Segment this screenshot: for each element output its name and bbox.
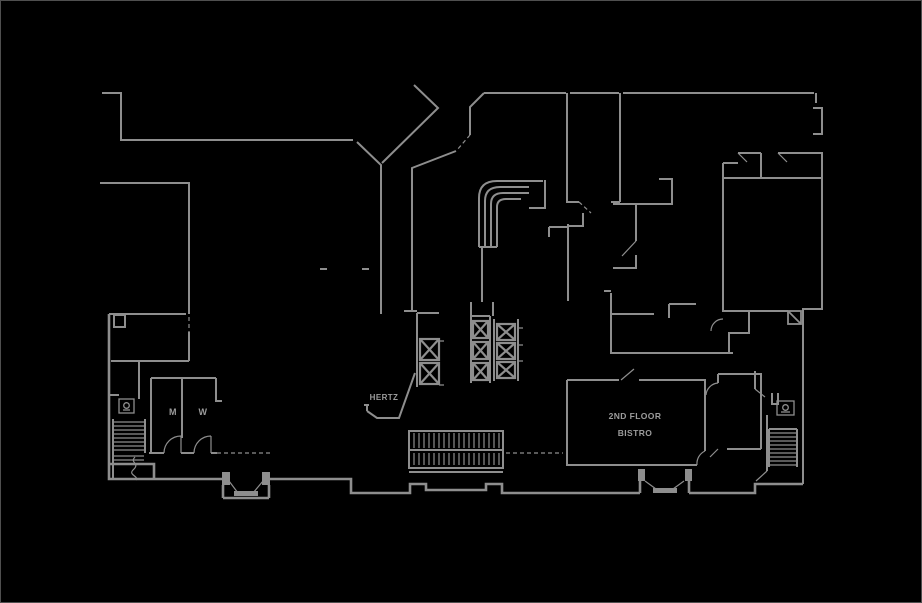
elevator-icon bbox=[418, 361, 441, 386]
bistro-label-line1: 2ND FLOOR bbox=[609, 411, 662, 421]
dashed-opening bbox=[188, 134, 592, 454]
elevator-icon bbox=[418, 337, 441, 362]
wall-bistro bbox=[566, 379, 706, 466]
elevator-x-icon bbox=[419, 362, 440, 385]
restroom-women-label: W bbox=[199, 407, 208, 417]
shaft-icon bbox=[787, 310, 802, 325]
elevator-bank-center bbox=[471, 319, 517, 382]
stairs-center bbox=[413, 433, 500, 465]
entrance-door-icon bbox=[685, 469, 692, 481]
hertz-counter bbox=[364, 372, 416, 419]
dashed-openings bbox=[188, 134, 592, 454]
entrance-door-icon bbox=[222, 472, 230, 485]
door-details bbox=[163, 152, 788, 494]
stair-frames bbox=[112, 419, 798, 478]
shaft-diagonal bbox=[787, 310, 802, 325]
elevator-x-icon bbox=[496, 342, 516, 360]
wall-top-right-rooms bbox=[722, 152, 823, 179]
curved-stair-icon bbox=[470, 180, 546, 316]
elevator-x-icon bbox=[472, 362, 489, 381]
stairs-right bbox=[770, 432, 796, 466]
stairs-icon bbox=[114, 421, 144, 461]
elevator-bank-left bbox=[418, 337, 441, 386]
elevator-frames bbox=[416, 312, 519, 387]
bistro-label-line2: BISTRO bbox=[618, 428, 653, 438]
stairs-left bbox=[114, 421, 144, 481]
elevator-x-icon bbox=[472, 341, 489, 360]
wall-corridor-verticals bbox=[548, 93, 621, 301]
entrance-threshold bbox=[653, 488, 677, 493]
wall-room-right-of-bistro bbox=[717, 371, 779, 471]
fixture-icon bbox=[782, 404, 789, 411]
elevator-icon bbox=[471, 319, 490, 340]
elevator-x-icon bbox=[496, 361, 516, 379]
elevator-icon bbox=[471, 361, 490, 382]
elevator-icon bbox=[495, 360, 517, 380]
elevator-icon bbox=[471, 340, 490, 361]
walls-exterior-bottom bbox=[107, 314, 803, 500]
elevator-x-icon bbox=[472, 320, 489, 339]
door-leaf-ticks bbox=[228, 152, 788, 494]
fixtures bbox=[118, 398, 795, 416]
entrance-verticals bbox=[221, 469, 691, 500]
wall-left-block bbox=[100, 182, 190, 399]
entrance-door-icon bbox=[262, 472, 270, 485]
door-swing-icon bbox=[163, 318, 724, 466]
wall-top-left bbox=[102, 84, 485, 314]
elevator-x-icon bbox=[496, 323, 516, 341]
elevator-x-icon bbox=[419, 338, 440, 361]
wall-restrooms bbox=[149, 377, 222, 454]
stairs-icon bbox=[413, 453, 500, 465]
stairs-icon bbox=[413, 433, 500, 448]
elevator-icon bbox=[495, 341, 517, 361]
wall-right-exterior bbox=[802, 178, 823, 484]
elevator-icon bbox=[495, 322, 517, 342]
fixture-icon bbox=[118, 398, 135, 414]
shaft-box bbox=[787, 310, 802, 325]
wall-mid-room bbox=[613, 178, 673, 269]
fixture-icon bbox=[776, 400, 795, 416]
wall-right-column bbox=[604, 178, 788, 354]
entrance-threshold bbox=[234, 491, 258, 496]
stair-break-line bbox=[131, 456, 138, 481]
wall-bottom-left bbox=[107, 314, 223, 481]
walls-main bbox=[100, 84, 823, 484]
wall-bottom-right bbox=[689, 482, 803, 495]
stairs-icon bbox=[770, 432, 796, 466]
elevator-ticks bbox=[439, 327, 523, 386]
entrance-door-icon bbox=[638, 469, 645, 481]
fixture-icon bbox=[123, 402, 130, 409]
hertz-label: HERTZ bbox=[370, 393, 399, 402]
wall-bottom-center bbox=[269, 477, 640, 495]
wall-top bbox=[484, 92, 823, 135]
entrances bbox=[222, 469, 692, 496]
restroom-men-label: M bbox=[169, 407, 177, 417]
